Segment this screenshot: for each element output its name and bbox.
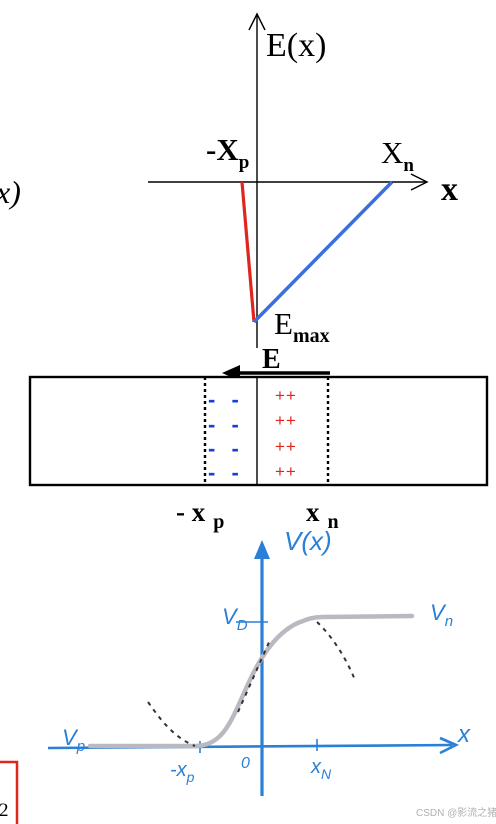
xn-sub: N [321,766,332,782]
svg-text:-xp: -xp [170,759,195,785]
vn-sub: n [445,613,453,630]
negative-charge-row: - - [208,412,244,437]
vd-label: V [222,604,239,629]
linear-tangent [237,639,271,713]
xn-label: x [310,756,322,778]
n-side-parabola [316,621,356,681]
potential-y-label: V(x) [284,526,332,556]
svg-text:VD: VD [222,604,248,634]
svg-text:xn: xn [306,497,339,533]
vp-label: V [62,725,79,750]
watermark: CSDN @影流之猪 [416,806,496,819]
corner-digit: 2 [0,800,9,821]
potential-y-arrowhead [254,540,270,559]
field-y-arrowhead [248,12,266,31]
neg-xp-sub: p [186,769,195,785]
junction-bar [28,375,489,487]
negative-charge-row: - - [208,387,244,412]
left-edge-label: -X [206,132,239,167]
p-side-parabola [147,701,196,747]
field-x-label: x [441,171,458,208]
red-frame-corner [0,760,19,824]
field-direction-label: E [262,344,281,375]
vn-label: V [430,600,447,625]
neg-xp-label: -x [170,759,188,781]
potential-x-arrowhead [439,736,460,755]
positive-charges: ++ ++ ++ ++ [275,386,297,481]
positive-charge-row: ++ [275,411,297,430]
vp-sub: p [76,738,85,755]
positive-charge-row: ++ [275,437,297,456]
vd-sub: D [237,617,248,634]
positive-charge-row: ++ [275,386,297,405]
right-edge-sub: n [403,155,414,176]
potential-x-label: x [457,721,471,748]
left-boundary-label: - x [176,497,206,527]
potential-plot: V(x) x VD Vn Vp -xp 0 xN [47,526,471,796]
footer: 2 CSDN @影流之猪 [0,760,496,824]
right-edge-label: X [381,135,403,170]
field-line-p-side [240,181,256,323]
right-boundary-sub: n [328,511,339,533]
negative-charge-row: - - [208,436,244,461]
cropped-fragment: x) [0,174,21,210]
svg-text:- xp: - xp [176,497,224,533]
svg-text:Vn: Vn [430,600,453,630]
svg-text:Emax: Emax [274,306,330,347]
peak-label: E [274,306,293,341]
svg-text:Xn: Xn [381,135,414,176]
svg-text:Vp: Vp [62,725,85,755]
peak-sub: max [293,325,330,347]
left-edge-sub: p [239,152,250,173]
potential-curve [87,613,415,749]
zero-label: 0 [241,755,250,772]
field-y-label: E(x) [266,27,326,64]
positive-charge-row: ++ [275,462,297,481]
negative-charge-row: - - [208,460,244,485]
field-line-n-side [252,180,394,324]
field-plot: E(x) x -Xp Xn Emax x) [0,12,458,348]
svg-text:-Xp: -Xp [206,132,249,173]
field-x-arrowhead [410,173,429,191]
right-boundary-label: x [306,497,320,527]
left-boundary-sub: p [213,511,224,533]
negative-charges: - - - - - - - - [208,387,244,485]
svg-text:xN: xN [310,756,332,782]
